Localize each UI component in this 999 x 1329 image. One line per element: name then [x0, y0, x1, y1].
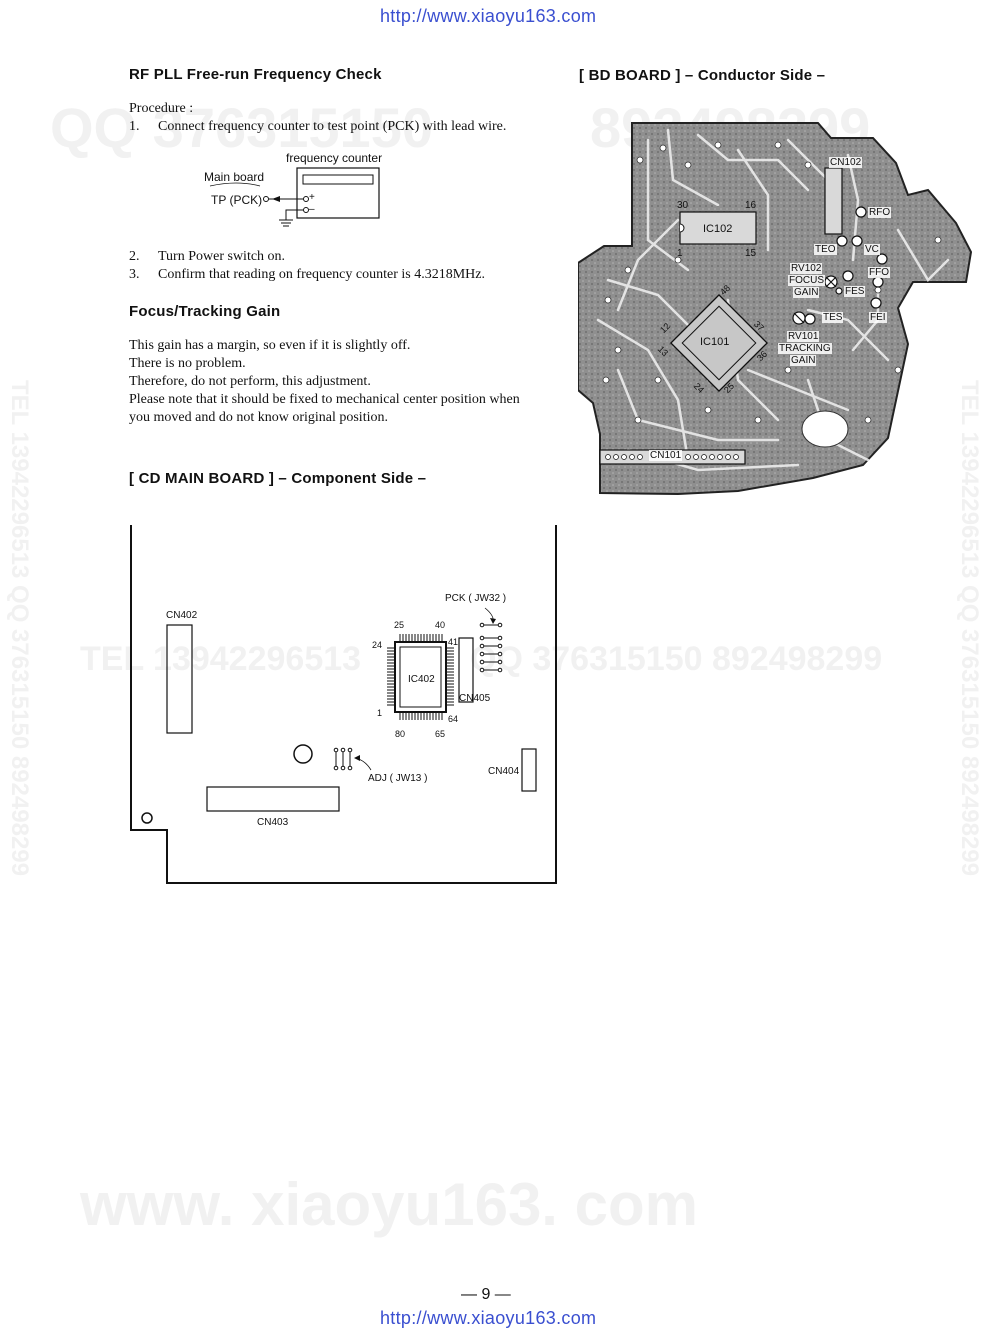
text-line: There is no problem.: [129, 356, 246, 371]
watermark-tel-mid: TEL 13942296513: [80, 640, 362, 678]
step-2: 2. Turn Power switch on.: [129, 248, 285, 266]
ic101-label: IC101: [700, 336, 730, 348]
tp-pck-label: TP (PCK): [211, 193, 263, 207]
pck-jw32-label: PCK ( JW32 ): [445, 593, 507, 604]
text-line: Therefore, do not perform, this adjustme…: [129, 374, 371, 389]
fes-label: FES: [844, 286, 866, 297]
minus-label: –: [309, 204, 315, 215]
step-text: Connect frequency counter to test point …: [158, 119, 507, 134]
pin-25-label: 25: [394, 620, 405, 630]
fei-label: FEI: [869, 312, 887, 323]
text-line: This gain has a margin, so even if it is…: [129, 338, 411, 353]
text-line: Please note that it should be fixed to m…: [129, 392, 520, 407]
step-text: Confirm that reading on frequency counte…: [158, 267, 485, 282]
watermark-side-right: TEL 13942296513 QQ 376315150 892498299: [956, 380, 983, 876]
focus-tracking-text: This gain has a margin, so even if it is…: [129, 337, 549, 427]
pin-40-label: 40: [435, 620, 446, 630]
procedure-label: Procedure :: [129, 101, 194, 116]
plus-label: +: [309, 192, 315, 203]
watermark-side-left: TEL 13942296513 QQ 376315150 892498299: [6, 380, 33, 876]
pin-80-label: 80: [395, 729, 406, 739]
ic102-pin-30: 30: [677, 200, 689, 211]
pin-65-label: 65: [435, 729, 446, 739]
text-line: you moved and do not know original posit…: [129, 410, 388, 425]
focus-gain-label: GAIN: [793, 287, 820, 298]
watermark-qq-top: QQ 376315150: [50, 96, 433, 159]
cn404-label: CN404: [488, 766, 520, 777]
cn405-label: CN405: [459, 693, 491, 704]
cn402-label: CN402: [166, 610, 198, 621]
step-number: 1.: [129, 119, 140, 134]
cd-main-board-outline: [130, 525, 557, 884]
ic102-pin-15: 15: [745, 248, 757, 259]
focus-label: FOCUS: [788, 275, 825, 286]
pin-41-label: 41: [448, 637, 459, 647]
rf-pll-title: RF PLL Free-run Frequency Check: [129, 66, 382, 83]
cn102-label: CN102: [829, 157, 863, 168]
watermark-qq-mid: QQ 376315150 892498299: [470, 640, 883, 678]
cd-main-board-diagram: CN402 CN403 CN404 CN405 IC402 PCK ( JW32…: [125, 520, 565, 890]
cn403-label: CN403: [257, 817, 289, 828]
tracking-gain-label: GAIN: [790, 355, 817, 366]
adj-jw13-label: ADJ ( JW13 ): [368, 773, 428, 784]
ffo-label: FFO: [868, 267, 890, 278]
step-3: 3. Confirm that reading on frequency cou…: [129, 266, 485, 284]
watermark-www: www. xiaoyu163. com: [80, 1171, 699, 1238]
bd-board-diagram: CN102 IC102 30 16 1 15 RFO TEO VC FFO FE…: [578, 120, 973, 500]
tes-label: TES: [822, 312, 844, 323]
focus-tracking-title: Focus/Tracking Gain: [129, 303, 281, 320]
counter-label: frequency counter: [286, 151, 383, 165]
tracking-label: TRACKING: [778, 343, 832, 354]
vc-label: VC: [864, 244, 880, 255]
rv101-label: RV101: [787, 331, 820, 342]
ic102-pin-16: 16: [745, 200, 757, 211]
ic102-label: IC102: [703, 223, 733, 235]
cn101-label: CN101: [649, 450, 683, 461]
rv102-label: RV102: [790, 263, 823, 274]
counter-wiring-svg: [209, 167, 380, 227]
frequency-counter-diagram: frequency counter Main board TP (PCK) + …: [200, 150, 400, 230]
step-number: 2.: [129, 249, 140, 264]
main-board-label: Main board: [204, 170, 265, 184]
cd-main-board-title: [ CD MAIN BOARD ] – Component Side –: [129, 470, 427, 487]
pin-24-label: 24: [372, 640, 383, 650]
pin-1-label: 1: [377, 708, 383, 718]
teo-label: TEO: [814, 244, 837, 255]
bd-board-pcb: [578, 122, 973, 496]
bd-board-title: [ BD BOARD ] – Conductor Side –: [579, 67, 826, 84]
ic102-pin-1: 1: [677, 248, 683, 259]
footer-url[interactable]: http://www.xiaoyu163.com: [380, 1308, 597, 1328]
page-number: — 9 —: [461, 1286, 511, 1303]
step-1: 1. Connect frequency counter to test poi…: [129, 118, 506, 136]
ic402-label: IC402: [408, 674, 435, 685]
pin-64-label: 64: [448, 714, 459, 724]
step-number: 3.: [129, 267, 140, 282]
step-text: Turn Power switch on.: [158, 249, 286, 264]
rfo-label: RFO: [868, 207, 892, 218]
header-url[interactable]: http://www.xiaoyu163.com: [380, 6, 597, 26]
